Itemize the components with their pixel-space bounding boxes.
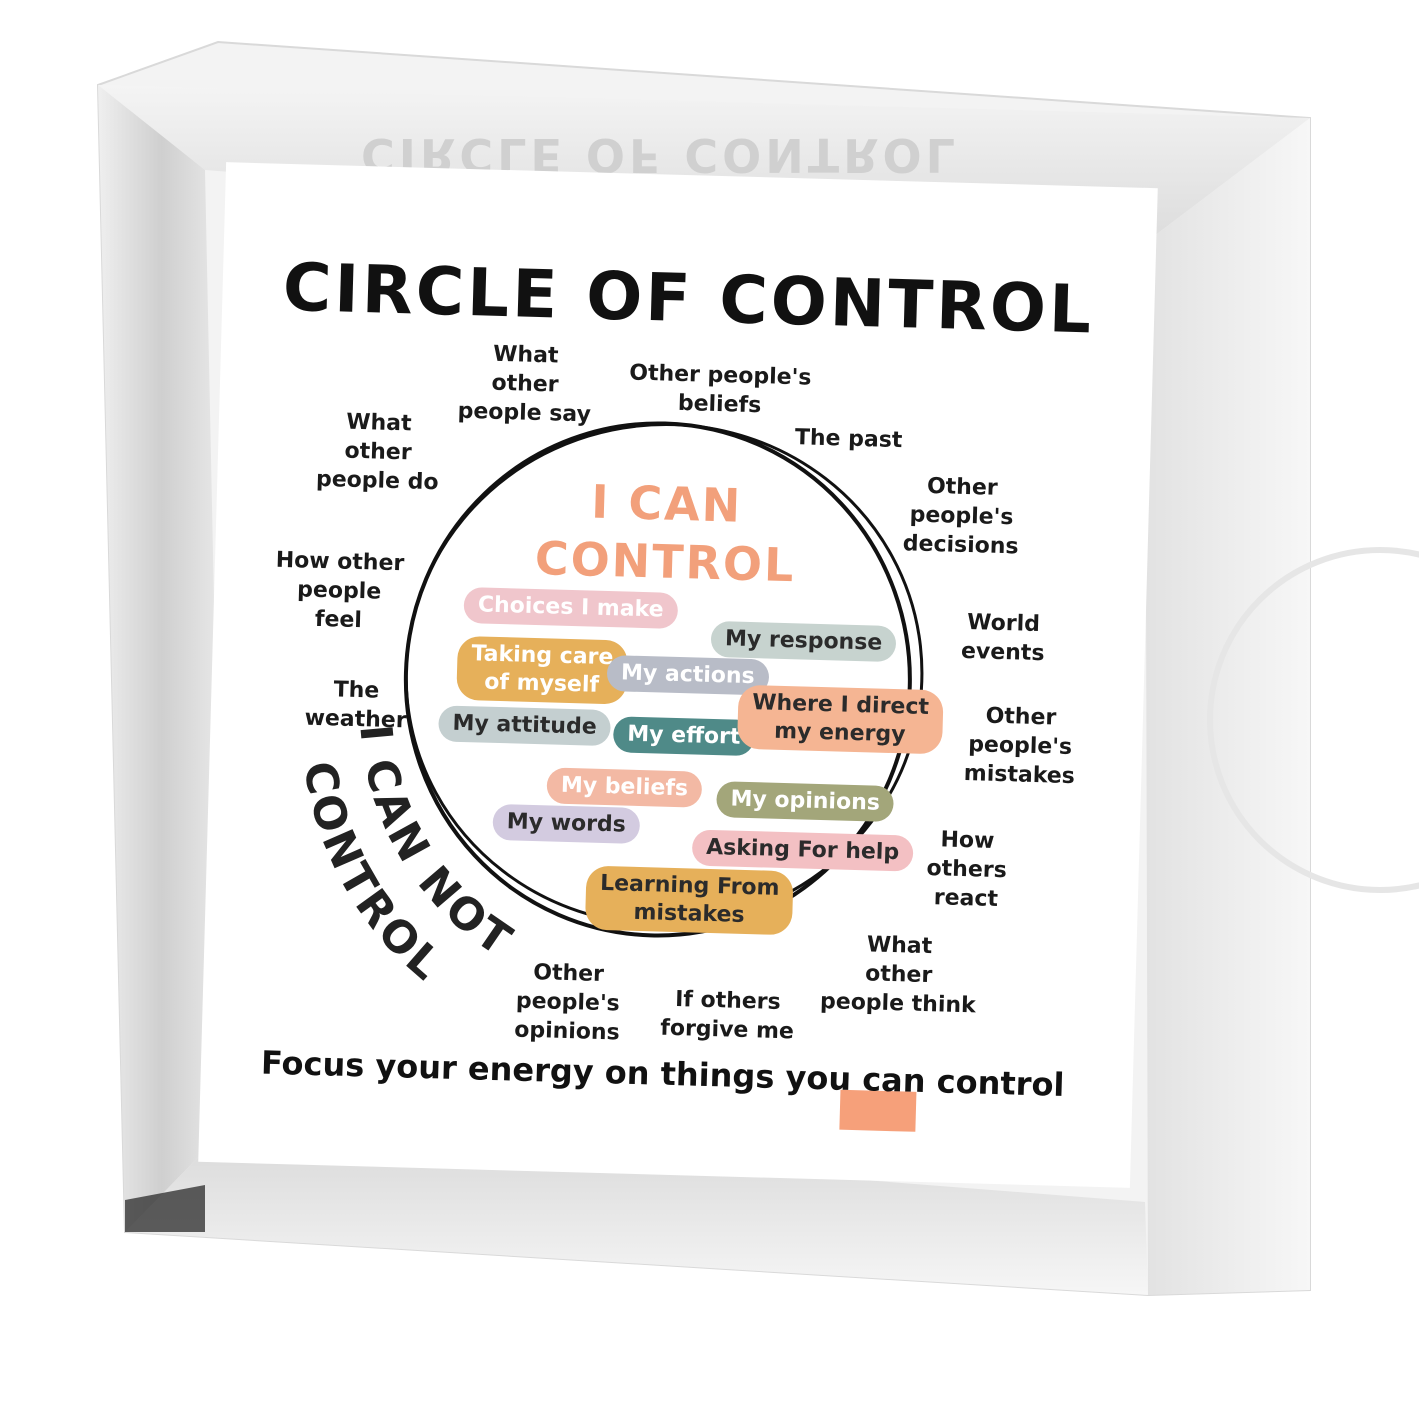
poster-insert: CIRCLE OF CONTROL What other people say … [198,162,1158,1188]
i-can-not-control-heading: I CAN NOT CONTROL [287,721,528,993]
